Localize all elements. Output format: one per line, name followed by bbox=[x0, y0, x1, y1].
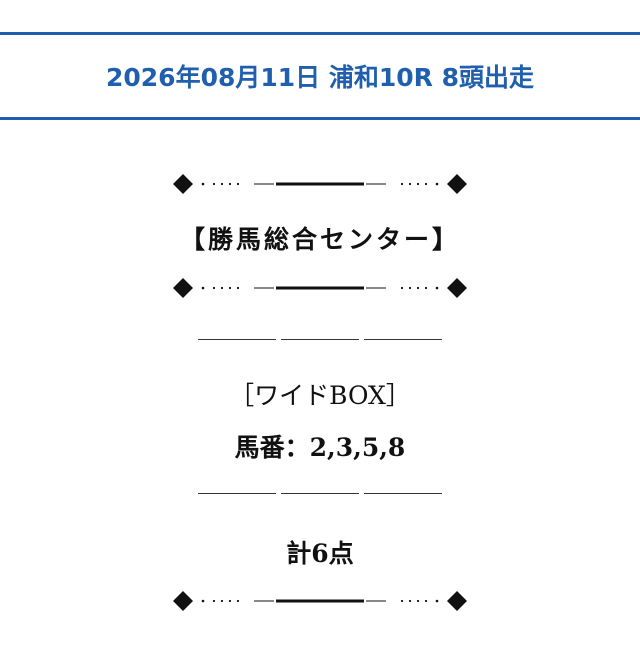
diamond-divider-icon bbox=[0, 172, 640, 196]
thin-divider bbox=[198, 493, 442, 494]
diamond-divider-icon bbox=[0, 276, 640, 300]
bet-type-label: ［ワイドBOX］ bbox=[229, 381, 411, 410]
race-title: 2026年08月11日 浦和10R 8頭出走 bbox=[105, 63, 534, 92]
thin-divider bbox=[198, 339, 442, 340]
brand-title: 【勝馬総合センター】 bbox=[179, 225, 460, 254]
diamond-divider-icon bbox=[173, 278, 467, 298]
total-points: 計6点 bbox=[286, 539, 354, 568]
horse-numbers: 馬番：2,3,5,8 bbox=[234, 433, 406, 462]
diamond-divider-icon bbox=[173, 591, 467, 611]
diamond-divider-icon bbox=[0, 589, 640, 613]
race-header: 2026年08月11日 浦和10R 8頭出走 bbox=[0, 32, 640, 120]
diamond-divider-icon bbox=[173, 174, 467, 194]
